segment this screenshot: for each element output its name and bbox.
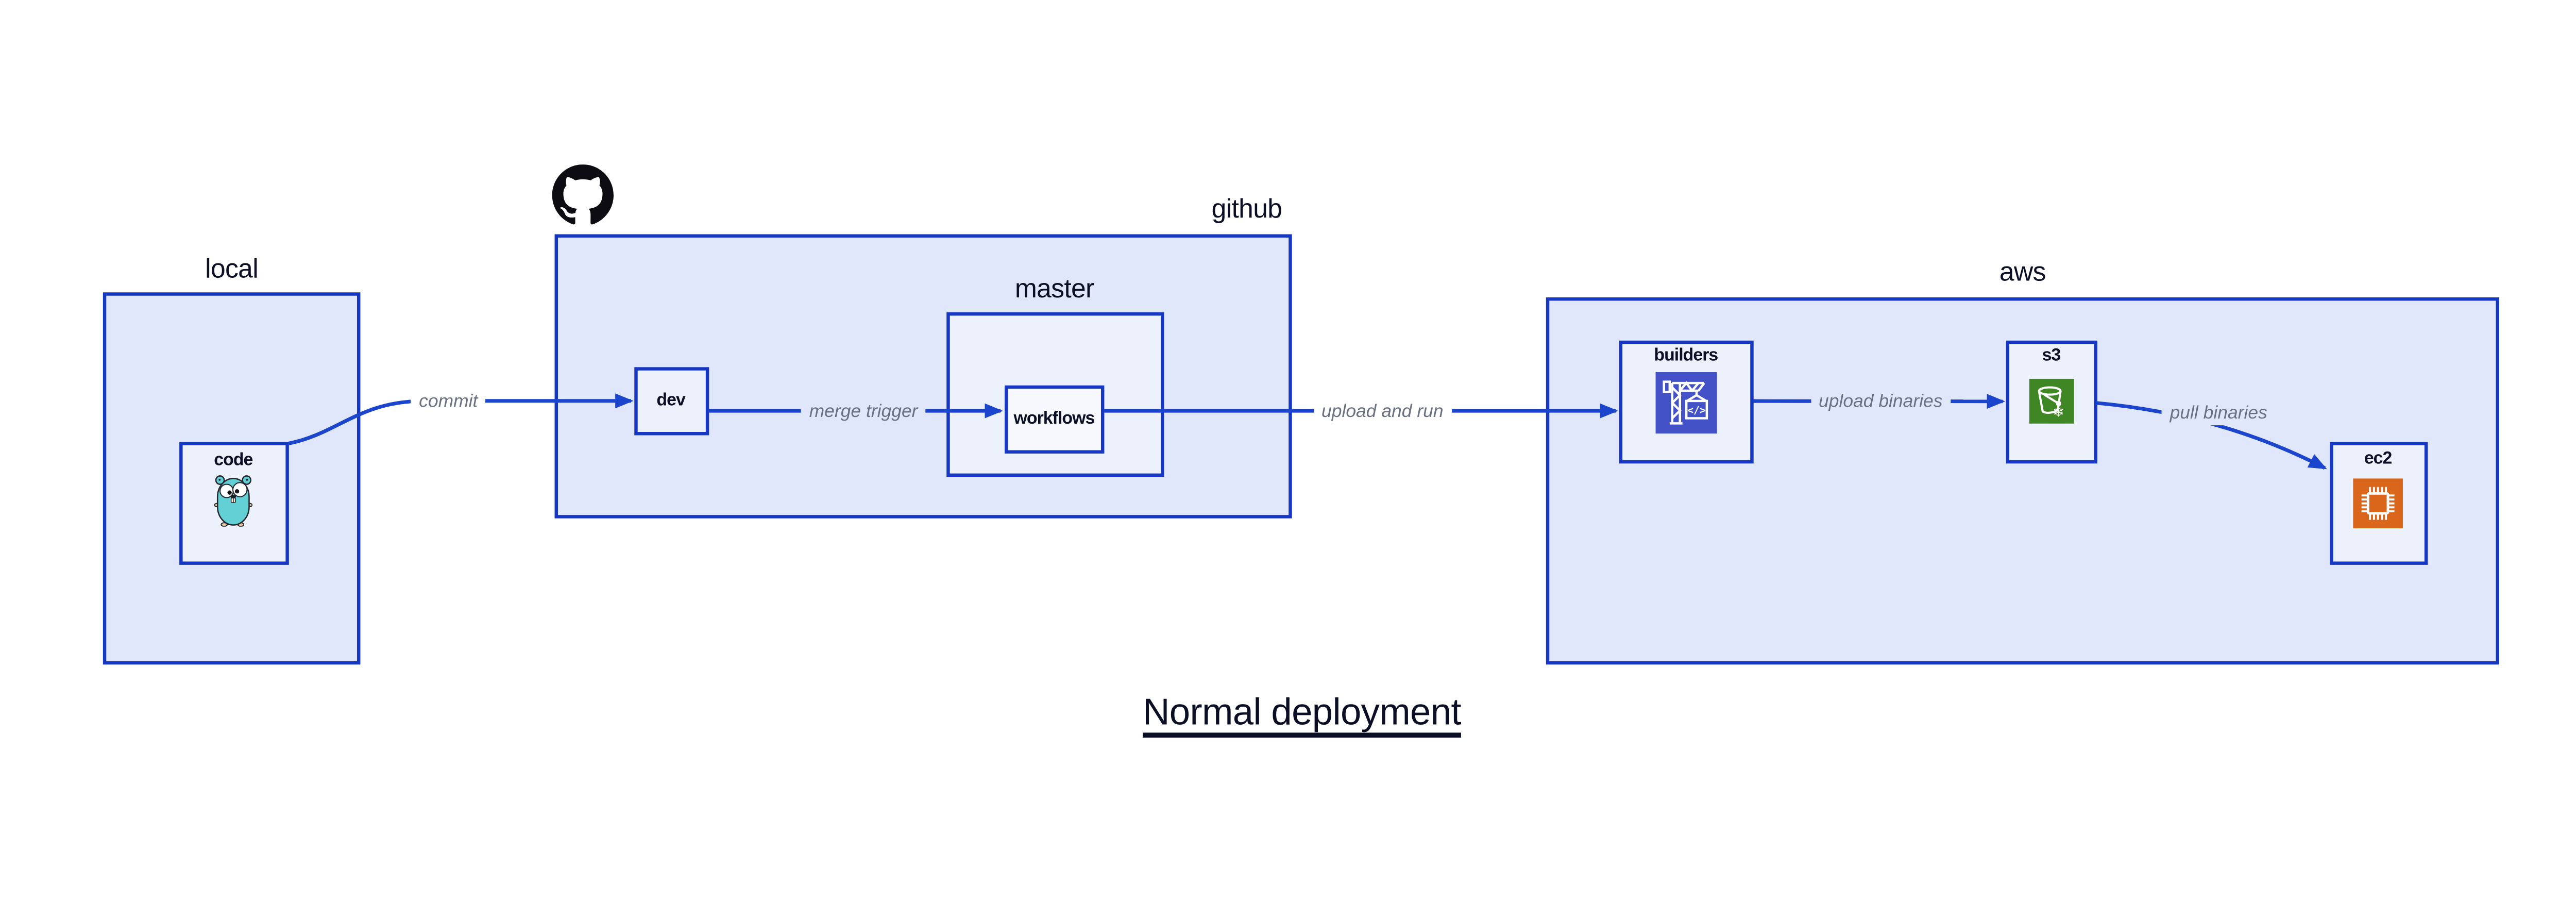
edge-upload-binaries-label: upload binaries (1810, 389, 1951, 413)
go-gopher-icon (214, 474, 253, 527)
svg-text:</>: </> (1687, 404, 1706, 415)
container-aws-label: aws (1999, 259, 2046, 288)
github-octocat-icon (551, 164, 614, 226)
diagram-title: Normal deployment (1143, 691, 1461, 733)
node-dev-label: dev (656, 390, 685, 411)
container-local-label: local (205, 256, 259, 285)
edge-pull-binaries-label: pull binaries (2161, 401, 2276, 425)
container-github-label: github (1211, 196, 1282, 225)
edge-merge-trigger-label: merge trigger (801, 399, 926, 423)
svg-text:❄: ❄ (2052, 405, 2063, 421)
node-ec2-label: ec2 (2364, 447, 2393, 468)
node-builders (1619, 340, 1753, 463)
node-workflows (1004, 385, 1105, 454)
node-code-label: code (214, 450, 253, 471)
node-s3-label: s3 (2042, 345, 2061, 366)
node-dev (633, 367, 708, 435)
edge-upload-and-run-label: upload and run (1313, 399, 1452, 423)
edge-commit-label: commit (411, 389, 486, 413)
container-master-label: master (1014, 276, 1094, 304)
aws-ec2-icon (2353, 477, 2403, 528)
aws-s3-glacier-icon: ❄ (2028, 378, 2074, 424)
aws-codebuild-icon: </> (1655, 371, 1717, 433)
node-builders-label: builders (1654, 345, 1718, 366)
node-workflows-label: workflows (1013, 408, 1095, 429)
